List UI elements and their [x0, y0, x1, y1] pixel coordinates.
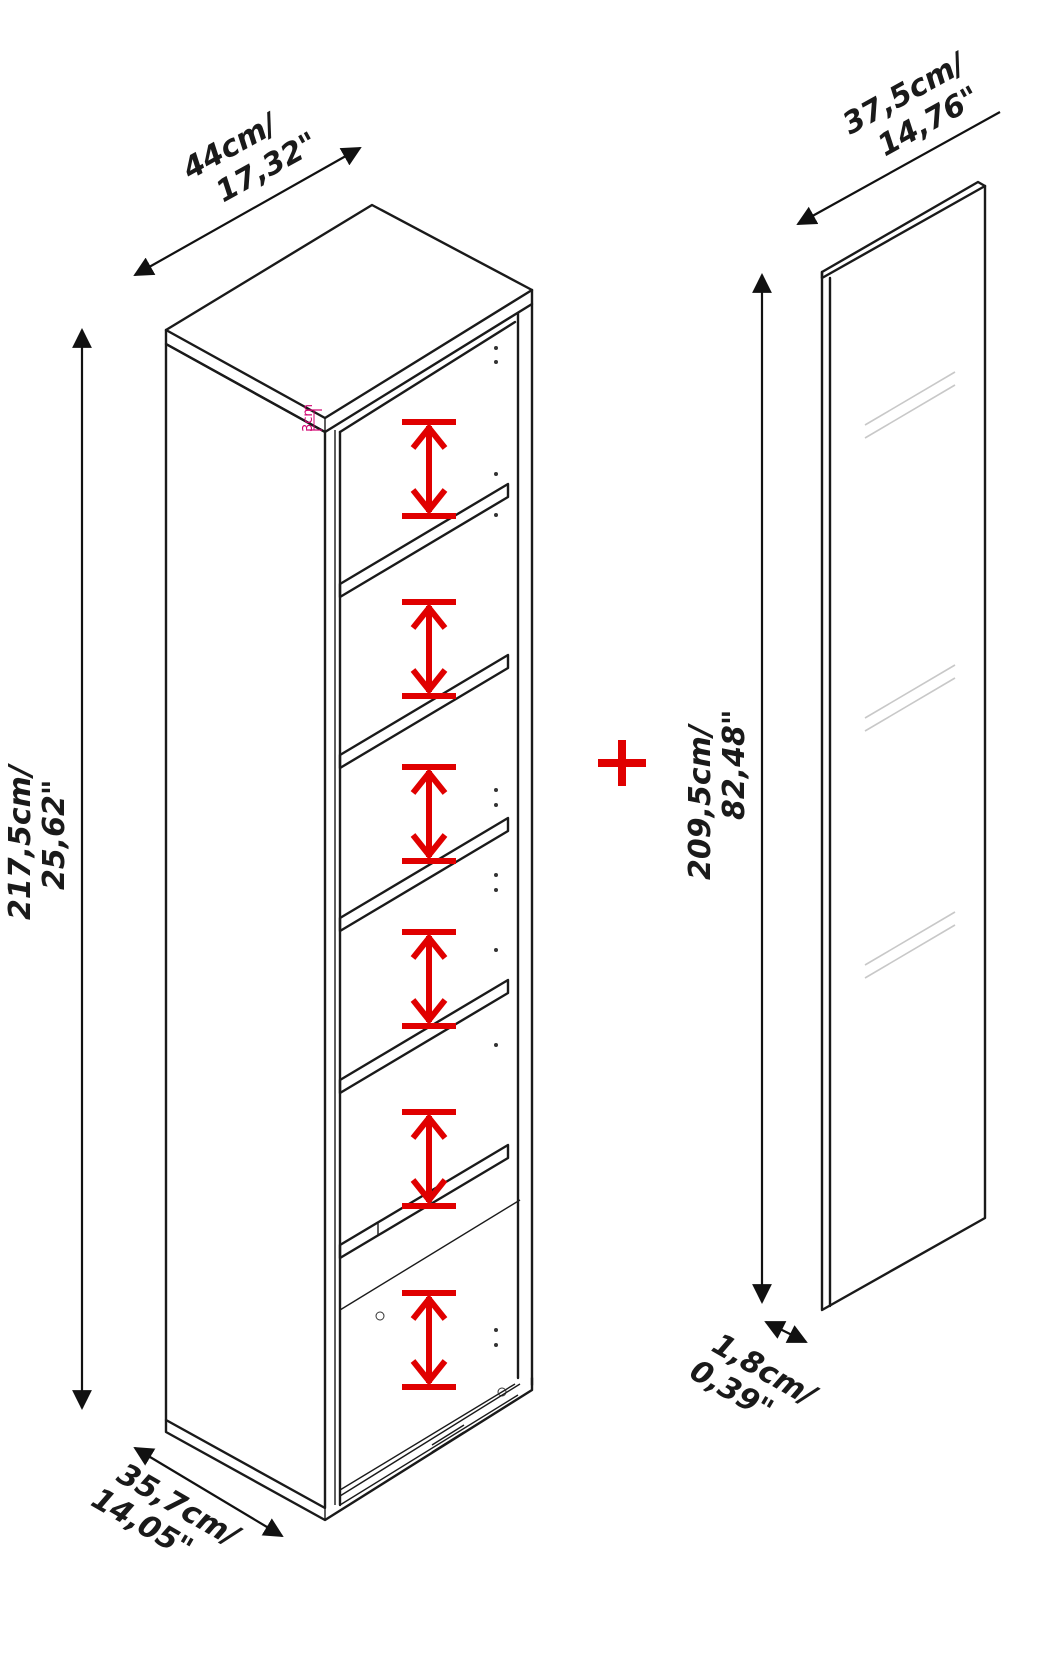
- height-inch-text: 25,62": [37, 779, 72, 890]
- double-headed-vertical-arrow-icon: [402, 929, 456, 1029]
- double-headed-vertical-arrow-icon: [402, 1109, 456, 1209]
- adjustable-shelf-arrows: [402, 419, 456, 1390]
- double-headed-vertical-arrow-icon: [402, 1290, 456, 1390]
- height-cm-text: 217,5cm/: [3, 762, 38, 920]
- shelf-unit-side-panel: [164, 342, 327, 1510]
- double-headed-vertical-arrow-icon: [402, 764, 456, 864]
- door-width-dimension-line: [796, 111, 1001, 225]
- width-dimension-label: 44cm/ 17,32": [176, 106, 324, 210]
- plus-icon: [598, 740, 646, 786]
- door-height-cm-text: 209,5cm/: [683, 722, 718, 880]
- door-height-dimension-label: 209,5cm/ 82,48": [683, 709, 752, 880]
- door-thickness-dimension-line: [764, 1321, 808, 1343]
- door-panel: [820, 180, 987, 1312]
- double-headed-vertical-arrow-icon: [402, 419, 456, 519]
- shelf-unit-top: [164, 203, 534, 420]
- double-headed-vertical-arrow-icon: [402, 599, 456, 699]
- height-dimension-label: 217,5cm/ 25,62": [3, 762, 72, 920]
- shelf-unit: [164, 203, 534, 1522]
- door-panel-face: [820, 184, 987, 1312]
- door-height-inch-text: 82,48": [717, 709, 752, 820]
- shelf-pin-holes: [375, 346, 507, 1397]
- top-thickness-label: 3cm: [301, 404, 316, 432]
- top-thickness-note: 3cm: [301, 404, 322, 432]
- depth-dimension-label: 35,7cm/ 14,05": [85, 1457, 247, 1567]
- width-dimension-line: [133, 147, 362, 276]
- door-width-dimension-label: 37,5cm/ 14,76": [837, 45, 986, 164]
- glass-reflection-marks: [864, 371, 956, 979]
- depth-dimension-line: [133, 1446, 284, 1538]
